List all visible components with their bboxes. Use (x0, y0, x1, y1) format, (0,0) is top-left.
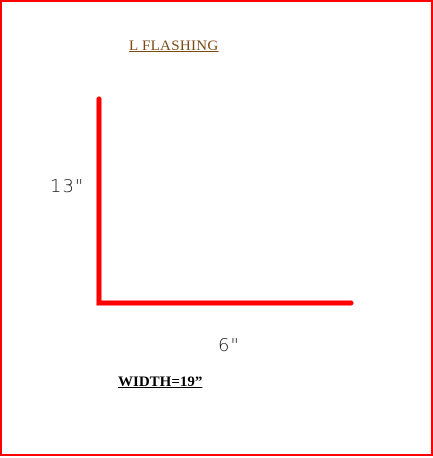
diagram-title: L FLASHING (129, 38, 219, 54)
horizontal-leg-dimension: 6" (218, 335, 240, 356)
flashing-bend-line (96, 96, 354, 306)
vertical-leg-dimension: 13" (50, 176, 85, 197)
total-width-label: WIDTH=19” (118, 374, 203, 390)
